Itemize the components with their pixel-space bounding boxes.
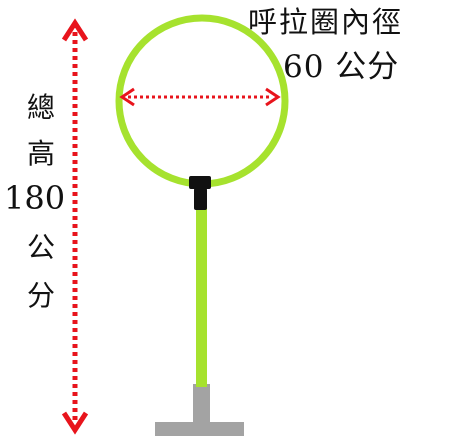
diameter-value: 60 公分 bbox=[283, 49, 400, 85]
height-arrowhead-bottom bbox=[61, 411, 89, 435]
diameter-arrowhead-right bbox=[265, 87, 281, 107]
diameter-arrowhead-left bbox=[119, 87, 135, 107]
height-label-number: 180 bbox=[4, 179, 66, 217]
hoop-connector-bottom bbox=[194, 188, 207, 210]
height-arrowhead-top bbox=[61, 18, 89, 42]
stand-base-post bbox=[193, 384, 210, 424]
hula-hoop-ring bbox=[115, 14, 289, 188]
height-label-char-3: 公 bbox=[26, 231, 55, 264]
stand-base-foot bbox=[155, 422, 244, 436]
stand-pole bbox=[196, 205, 207, 387]
height-label-char-1: 總 bbox=[26, 91, 55, 124]
hoop-connector-top bbox=[189, 176, 211, 189]
height-label-char-2: 高 bbox=[26, 137, 55, 170]
diameter-title: 呼拉圈內徑 bbox=[248, 5, 404, 39]
height-label-char-4: 分 bbox=[26, 279, 55, 312]
